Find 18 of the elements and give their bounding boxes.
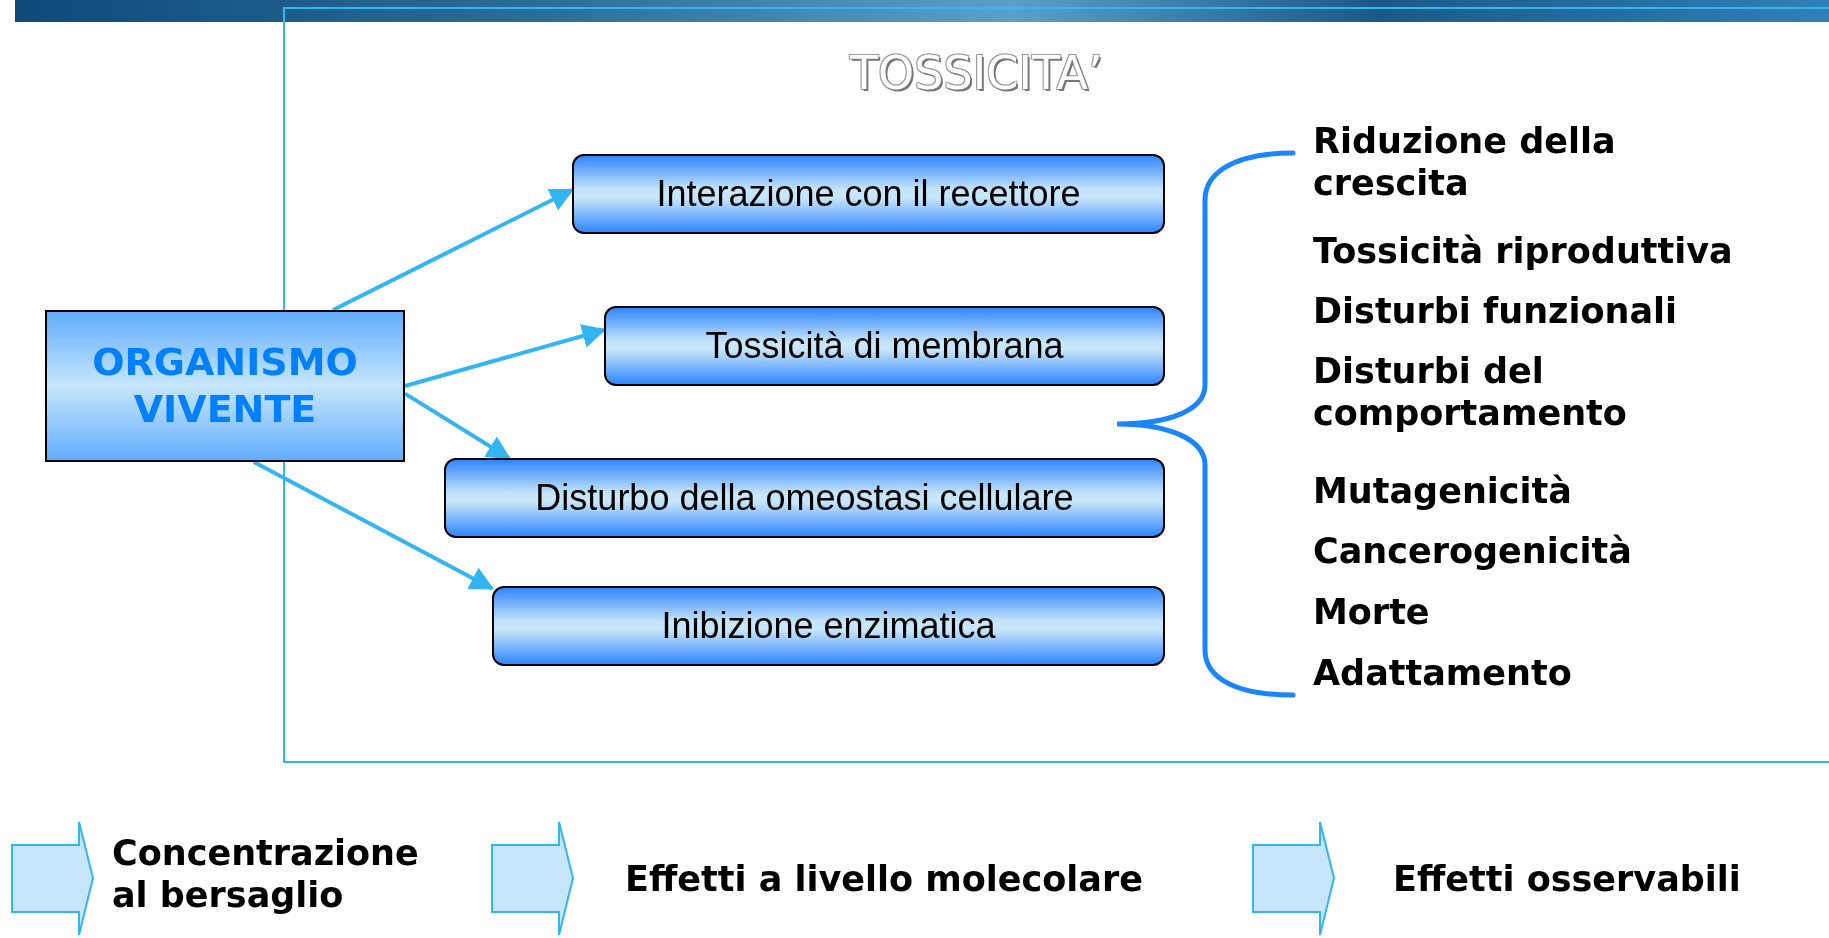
effect-box: Tossicità di membrana xyxy=(604,306,1165,386)
effect-item: Cancerogenicità xyxy=(1313,530,1633,572)
stage-label: Effetti a livello molecolare xyxy=(625,858,1144,900)
stage-label: Concentrazione al bersaglio xyxy=(112,832,420,916)
effect-item: Mutagenicità xyxy=(1313,470,1573,512)
effect-item: Disturbi funzionali xyxy=(1313,290,1679,332)
organism-box: ORGANISMO VIVENTE xyxy=(45,310,405,462)
arrow xyxy=(252,460,495,591)
stage-label: Effetti osservabili xyxy=(1393,858,1742,900)
effect-box: Disturbo della omeostasi cellulare xyxy=(444,458,1165,538)
effect-item: Tossicità riproduttiva xyxy=(1313,230,1734,272)
effect-box: Inibizione enzimatica xyxy=(492,586,1165,666)
effect-box: Interazione con il recettore xyxy=(572,154,1165,234)
effect-item: Disturbi del comportamento xyxy=(1313,350,1628,434)
title: TOSSICITA’ xyxy=(850,46,1103,100)
effect-item: Riduzione della crescita xyxy=(1313,120,1617,204)
effect-item: Morte xyxy=(1313,591,1431,633)
effect-item: Adattamento xyxy=(1313,652,1573,694)
